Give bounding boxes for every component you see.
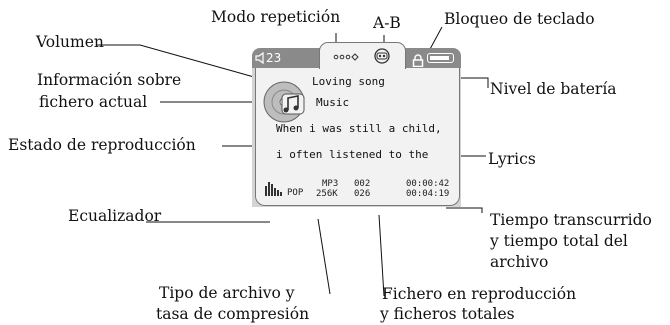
label-volumen: Volumen: [36, 33, 104, 51]
total-files: 026: [354, 189, 371, 199]
volume-value: 23: [266, 51, 282, 65]
player-screen: 23: [252, 42, 461, 207]
eq-mode: POP: [287, 188, 304, 198]
battery-fill: [430, 55, 449, 60]
leader-volumen: [97, 44, 255, 78]
equalizer-icon: [265, 182, 282, 196]
battery-icon: [427, 53, 454, 63]
leader-bateria: [455, 77, 489, 88]
leader-tiempo: [446, 207, 483, 213]
label-bloqueo-teclado: Bloqueo de teclado: [444, 10, 595, 28]
label-info-fichero-1: Información sobre: [37, 71, 182, 89]
song-title: Loving song: [312, 75, 385, 88]
volume-indicator: 23: [255, 51, 281, 65]
label-tipo-2: tasa de compresión: [156, 305, 310, 323]
label-modo-repeticion: Modo repetición: [211, 8, 341, 26]
label-estado-reproduccion: Estado de reproducción: [8, 136, 196, 154]
elapsed-time: 00:00:42: [406, 179, 450, 189]
lyric-line-1: When i was still a child,: [276, 122, 442, 135]
mode-tab: [319, 42, 406, 69]
ab-repeat-icon: [374, 48, 390, 64]
label-fichero-2: y ficheros totales: [380, 305, 515, 323]
playing-disc-icon: [263, 81, 305, 123]
artist-name: Music: [316, 96, 350, 109]
label-tipo-1: Tipo de archivo y: [159, 284, 295, 302]
bitrate: 256K: [316, 189, 338, 199]
label-tiempo-1: Tiempo transcurrido: [490, 211, 652, 229]
file-type: MP3: [322, 179, 339, 189]
screen-body: Loving song Music When i was still a chi…: [252, 68, 461, 207]
label-nivel-bateria: Nivel de batería: [490, 80, 617, 98]
leader-fichero: [378, 214, 385, 297]
current-file: 002: [354, 179, 371, 189]
label-ecualizador: Ecualizador: [68, 207, 162, 225]
repeat-mode-icon: [333, 53, 359, 61]
label-ab: A-B: [373, 14, 401, 32]
screen-panel: Loving song Music When i was still a chi…: [255, 68, 460, 206]
label-tiempo-3: archivo: [490, 253, 549, 271]
label-info-fichero-2: fichero actual: [39, 93, 148, 111]
lyric-line-2: i often listened to the: [276, 148, 429, 161]
speaker-icon: [255, 51, 264, 65]
label-lyrics: Lyrics: [488, 150, 536, 168]
label-tiempo-2: y tiempo total del: [490, 232, 628, 250]
lock-icon: [412, 52, 424, 71]
leader-tipo: [317, 218, 331, 295]
total-time: 00:04:19: [406, 189, 450, 199]
label-fichero-1: Fichero en reproducción: [382, 285, 577, 303]
